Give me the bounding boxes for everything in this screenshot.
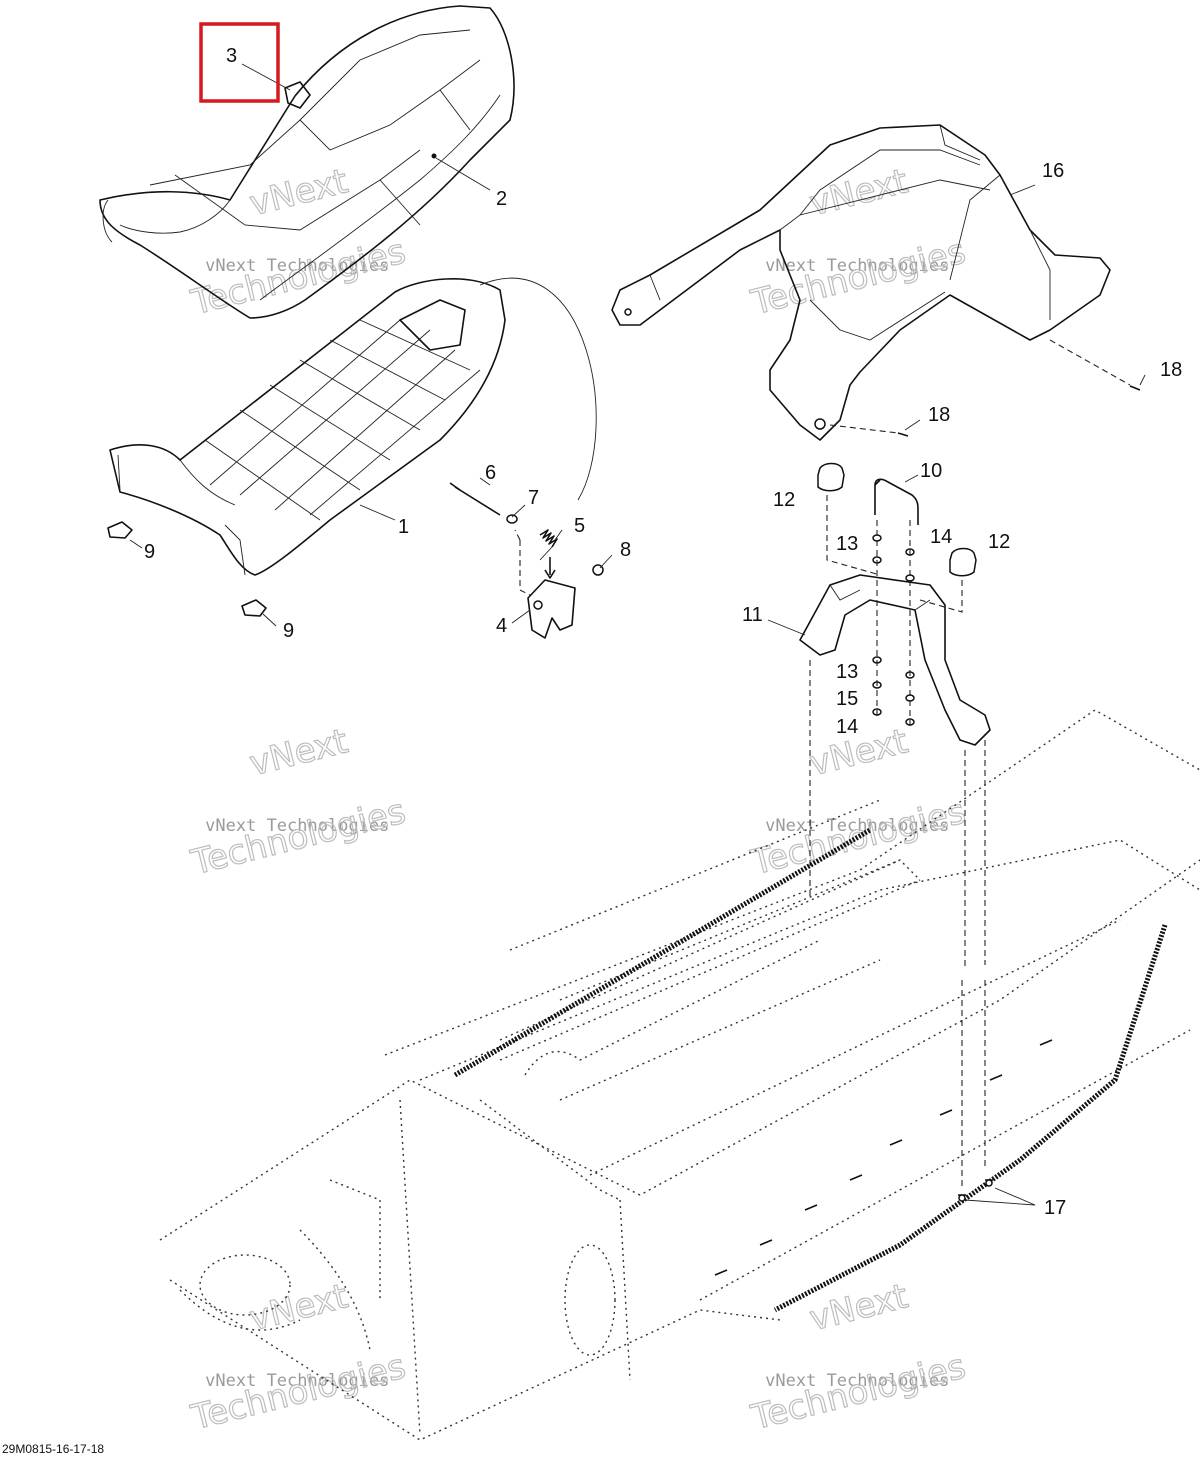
chassis-tunnel-drawing (159, 709, 1200, 1441)
callout-8[interactable]: 8 (620, 539, 631, 561)
leader-curve (479, 277, 597, 501)
callout-6[interactable]: 6 (485, 462, 496, 484)
callout-15[interactable]: 15 (836, 688, 858, 710)
watermark-vnext: vNext (806, 721, 912, 784)
callout-14b[interactable]: 14 (836, 716, 858, 738)
watermark-vnext: vNext (246, 161, 352, 224)
watermark-company: vNext Technologies (205, 1371, 389, 1391)
seat-cover-drawing (99, 5, 515, 319)
callout-9a[interactable]: 9 (144, 541, 155, 563)
callout-12a[interactable]: 12 (773, 489, 795, 511)
watermark-technologies: Technologies (187, 231, 410, 323)
callout-12b[interactable]: 12 (988, 531, 1010, 553)
callout-3[interactable]: 3 (226, 45, 237, 67)
callout-13a[interactable]: 13 (836, 533, 858, 555)
watermark-technologies: Technologies (187, 1346, 410, 1438)
watermark-company: vNext Technologies (765, 1371, 949, 1391)
callout-16[interactable]: 16 (1042, 160, 1064, 182)
watermark-vnext: vNext (246, 1276, 352, 1339)
callout-17[interactable]: 17 (1044, 1197, 1066, 1219)
callout-7[interactable]: 7 (528, 487, 539, 509)
watermark-company: vNext Technologies (205, 816, 389, 836)
watermark-company: vNext Technologies (765, 256, 949, 276)
callout-1[interactable]: 1 (398, 516, 409, 538)
callout-5[interactable]: 5 (574, 515, 585, 537)
seat-base-drawing (109, 278, 506, 576)
latch-hardware-drawing (107, 482, 604, 639)
callout-labels: 1 2 3 4 5 6 7 8 9 9 10 11 12 12 13 13 14… (144, 45, 1182, 1219)
watermark-group: vNext vNext Technologies Technologies vN… (186, 161, 970, 1439)
callout-18b[interactable]: 18 (928, 404, 950, 426)
watermark-technologies: Technologies (747, 1346, 970, 1438)
drawing-id: 29M0815-16-17-18 (2, 1442, 105, 1456)
leader-lines (129, 63, 1146, 1206)
highlight-box (199, 22, 280, 103)
callout-13b[interactable]: 13 (836, 661, 858, 683)
callout-18a[interactable]: 18 (1160, 359, 1182, 381)
watermark-vnext: vNext (246, 721, 352, 784)
grab-handle-drawing (799, 462, 991, 1190)
watermark-company: vNext Technologies (765, 816, 949, 836)
callout-9b[interactable]: 9 (283, 620, 294, 642)
callout-4[interactable]: 4 (496, 615, 507, 637)
callout-11[interactable]: 11 (742, 604, 763, 626)
callout-2[interactable]: 2 (496, 188, 507, 210)
callout-10[interactable]: 10 (920, 460, 942, 482)
callout-14a[interactable]: 14 (930, 526, 952, 548)
watermark-technologies: Technologies (187, 791, 410, 883)
rear-carrier-drawing (611, 124, 1141, 441)
watermark-vnext: vNext (806, 161, 912, 224)
watermark-technologies: Technologies (747, 791, 970, 883)
